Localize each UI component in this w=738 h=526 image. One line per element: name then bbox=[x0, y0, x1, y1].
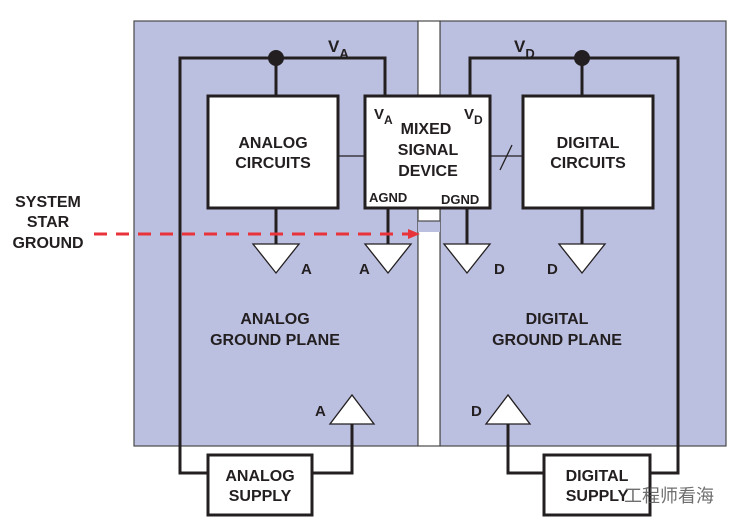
star-ground-label-line2: STAR bbox=[27, 214, 70, 231]
analog-rail-label: VA bbox=[328, 37, 349, 61]
mixed-signal-label-line2: SIGNAL bbox=[398, 142, 459, 159]
bus-slash bbox=[499, 144, 513, 171]
pin-agnd-label: AGND bbox=[369, 190, 407, 205]
digital-plane-label-line2: GROUND PLANE bbox=[492, 332, 622, 349]
gnd-label-dgnd: D bbox=[494, 261, 505, 278]
analog-supply-return-wire bbox=[310, 422, 354, 475]
analog-circuits-label-line1: ANALOG bbox=[238, 135, 307, 152]
pin-dgnd-label: DGND bbox=[441, 192, 479, 207]
plane-split-gap bbox=[417, 20, 441, 447]
gnd-label-agnd: A bbox=[359, 261, 370, 278]
analog-supply-label-line2: SUPPLY bbox=[229, 488, 292, 505]
mixed-signal-device-block bbox=[363, 94, 492, 210]
digital-supply-label-line2: SUPPLY bbox=[566, 488, 629, 505]
digital-circuits-label-line1: DIGITAL bbox=[557, 135, 620, 152]
digital-rail-label: VD bbox=[514, 37, 535, 61]
analog-plane-label-line2: GROUND PLANE bbox=[210, 332, 340, 349]
gnd-label-analog-supply: A bbox=[315, 403, 326, 420]
watermark-text: 工程师看海 bbox=[624, 486, 714, 507]
ground-icon-agnd bbox=[363, 243, 413, 275]
ground-icon-dgnd bbox=[442, 243, 492, 275]
pin-vd-label: VD bbox=[464, 106, 483, 127]
star-ground-label-line1: SYSTEM bbox=[15, 194, 81, 211]
star-ground-label-line3: GROUND bbox=[12, 235, 83, 252]
ground-icon-digital-circuits bbox=[557, 243, 607, 275]
analog-supply-label-line1: ANALOG bbox=[225, 468, 294, 485]
gnd-label-digital-supply: D bbox=[471, 403, 482, 420]
star-ground-arrowhead-icon bbox=[408, 229, 420, 239]
digital-plane-label-line1: DIGITAL bbox=[526, 311, 589, 328]
analog-supply-block bbox=[206, 453, 314, 517]
digital-supply-label-line1: DIGITAL bbox=[566, 468, 629, 485]
analog-rail-junction bbox=[268, 50, 284, 66]
ground-icon-analog-supply bbox=[328, 393, 376, 425]
gnd-label-digital-circuits: D bbox=[547, 261, 558, 278]
digital-circuits-label-line2: CIRCUITS bbox=[550, 155, 626, 172]
gnd-label-analog-circuits: A bbox=[301, 261, 312, 278]
ground-icon-analog-circuits bbox=[251, 243, 301, 275]
mixed-signal-label-line1: MIXED bbox=[401, 121, 452, 138]
mixed-signal-label-line3: DEVICE bbox=[398, 163, 458, 180]
analog-circuits-block bbox=[206, 94, 340, 210]
digital-supply-block bbox=[542, 453, 652, 517]
digital-rail-junction bbox=[574, 50, 590, 66]
digital-supply-return-wire bbox=[506, 422, 546, 475]
ground-icon-digital-supply bbox=[484, 393, 532, 425]
analog-plane-label-line1: ANALOG bbox=[240, 311, 309, 328]
pin-va-label: VA bbox=[374, 106, 393, 127]
analog-circuits-label-line2: CIRCUITS bbox=[235, 155, 311, 172]
digital-circuits-block bbox=[521, 94, 655, 210]
